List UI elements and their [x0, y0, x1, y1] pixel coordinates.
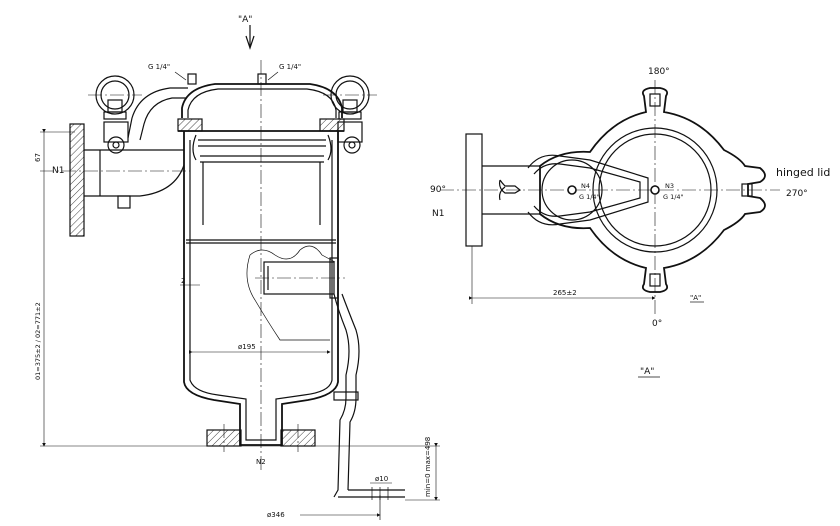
drain-pipe-dim: ø10: [375, 475, 388, 483]
lid-flange-right: [319, 118, 345, 132]
port-n3-label: N3: [665, 182, 674, 190]
total-height-dim: 01=375±2 / 02=771±2: [34, 302, 42, 380]
lifting-eye-right: [323, 75, 377, 120]
top-right-port-label: G 1/4": [279, 63, 301, 71]
plan-inlet-flange: [465, 133, 483, 247]
plan-vessel-circle: [592, 127, 718, 253]
clamp-bolt-left: [103, 121, 129, 154]
view-arrow-a: "A": [238, 15, 255, 50]
break-line: [246, 245, 336, 341]
port-n4: [567, 185, 577, 195]
inlet-flange: [40, 123, 190, 237]
base-width-dim: ø346: [267, 511, 285, 519]
drain-range-dim: min=0 max=498: [424, 437, 432, 497]
lifting-eye-left: [88, 75, 142, 120]
vessel-body: [183, 131, 339, 446]
plan-view: 180° 90° 270° 0° N1 hinged lid N4 G 1/4"…: [430, 67, 830, 378]
port-n4-size: G 1/4": [579, 193, 600, 201]
angle-180-label: 180°: [648, 67, 670, 77]
hinged-lid-label: hinged lid: [776, 166, 830, 179]
plan-offset-dim: 265±2: [553, 289, 577, 297]
wall-offset-dim: 2: [181, 277, 185, 285]
port-n4-label: N4: [581, 182, 590, 190]
lid-flange-left: [177, 118, 203, 132]
view-arrow-label: "A": [238, 15, 252, 25]
angle-90-label: 90°: [430, 185, 446, 195]
flange-height-dim: 67: [34, 153, 42, 162]
inlet-label: N1: [52, 166, 64, 176]
port-n3: [650, 185, 660, 195]
inner-diameter-dim: ø195: [238, 343, 256, 351]
port-n3-size: G 1/4": [663, 193, 684, 201]
plan-view-caption: "A": [640, 367, 654, 377]
plan-view-ref: "A": [690, 294, 701, 302]
top-left-port-label: G 1/4": [148, 63, 170, 71]
outlet-label: N2: [256, 458, 266, 466]
drain-pipe: [333, 293, 350, 498]
plan-inlet-label: N1: [432, 209, 444, 219]
angle-0-label: 0°: [652, 319, 662, 329]
angle-270-label: 270°: [786, 189, 808, 199]
side-elevation-view: "A" G 1/4" G 1/4": [34, 15, 440, 520]
